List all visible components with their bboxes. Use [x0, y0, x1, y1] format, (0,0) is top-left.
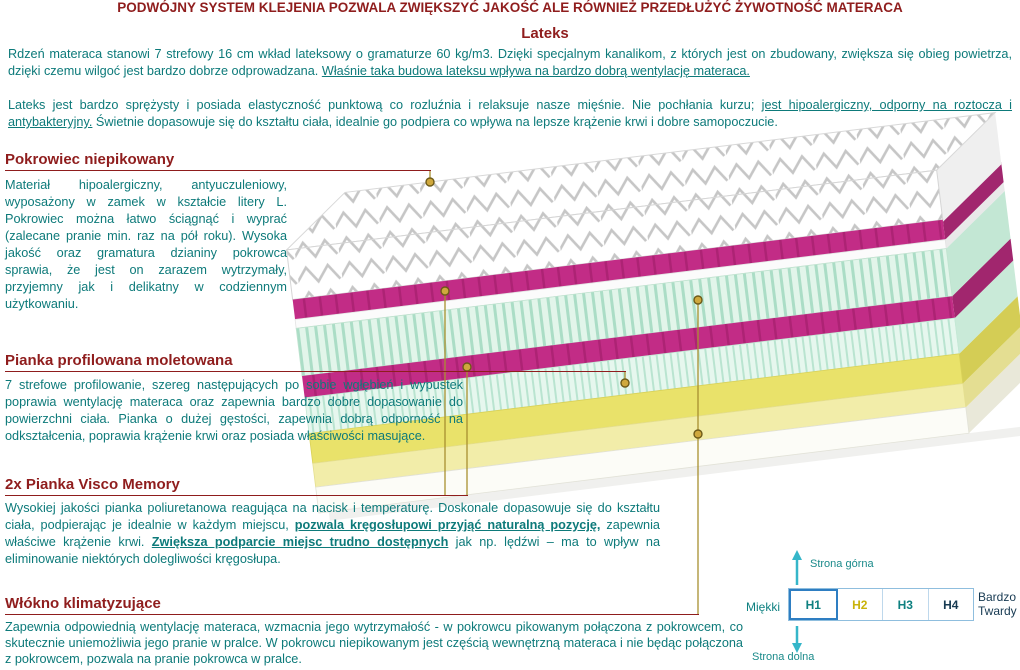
dot-fiber [693, 429, 703, 439]
lateks-core-end [946, 191, 1011, 297]
yellow-foam-end [959, 296, 1020, 384]
wlokno-rule [5, 614, 699, 615]
visco-top-end [942, 162, 1004, 240]
hardness-cell-h2[interactable]: H2 [838, 589, 883, 620]
visco-text-2: zapewnia właściwe krążenie krwi. [5, 518, 660, 549]
visco-bottom-end [952, 238, 1014, 319]
top-side-label: Strona górna [810, 558, 874, 570]
molet-rule [5, 371, 626, 372]
bottom-side-label: Strona dolna [752, 651, 815, 663]
banner-text: PODWÓJNY SYSTEM KLEJENIA POZWALA ZWIĘKSZ… [117, 0, 903, 15]
quilted-cover-top [285, 111, 997, 251]
molet-foam-end [954, 260, 1018, 354]
lateks-text-underlined: Właśnie taka budowa lateksu wpływa na ba… [321, 64, 750, 78]
hard-label-line1: Bardzo [978, 590, 1017, 604]
hard-label-line2: Twardy [978, 604, 1017, 618]
section-title-molet: Pianka profilowana moletowana [5, 352, 233, 369]
wlokno-paragraph: Zapewnia odpowiednią wentylację materaca… [5, 620, 743, 666]
dot-lateks [693, 295, 703, 305]
lateks-paragraph-2: Lateks jest bardzo sprężysty i posiada e… [8, 97, 1012, 131]
base-layer-end [965, 349, 1020, 434]
dot-visco-bottom [462, 362, 472, 372]
section-title-visco: 2x Pianka Visco Memory [5, 476, 180, 493]
dot-molet [620, 378, 630, 388]
hard-label: Bardzo Twardy [978, 590, 1017, 618]
visco-text-bold-1: pozwala kręgosłupowi przyjąć naturalną p… [294, 518, 601, 532]
pokrowiec-paragraph: Materiał hipoalergiczny, antyuczuleniowy… [5, 178, 287, 311]
hardness-cell-h3[interactable]: H3 [883, 589, 929, 620]
lateks-text-3: Świetnie dopasowuje się do kształtu ciał… [92, 115, 778, 129]
visco-text-3: jak np. lędźwi – ma to wpływ na eliminow… [5, 535, 661, 566]
lateks-paragraph-1: Rdzeń materaca stanowi 7 strefowy 16 cm … [8, 46, 1012, 80]
dot-visco-top [440, 286, 450, 296]
lateks-text-2-underlined: jest hipoalergiczny, odporny na roztocza… [8, 98, 1013, 129]
fiber-layer [294, 239, 947, 329]
fiber-layer-end [945, 182, 1005, 249]
lateks-text-2: Lateks jest bardzo sprężysty i posiada e… [8, 98, 762, 112]
visco-top-layer [292, 219, 946, 320]
hardness-cell-h1[interactable]: H1 [789, 589, 838, 620]
lateks-core-layer [295, 248, 953, 377]
callout-dots [425, 177, 703, 439]
hardness-cell-h4[interactable]: H4 [943, 597, 959, 612]
section-title-pokrowiec: Pokrowiec niepikowany [5, 151, 175, 168]
visco-rule [5, 495, 468, 496]
dot-cover [425, 177, 435, 187]
soft-label: Miękki [746, 600, 781, 614]
top-side-arrow-icon [792, 550, 802, 585]
molet-paragraph: 7 strefowe profilowanie, szereg następuj… [5, 378, 463, 443]
bottom-side-arrow-icon [792, 626, 802, 653]
pokrowiec-rule [5, 170, 431, 171]
visco-paragraph: Wysokiej jakości pianka poliuretanowa re… [5, 500, 660, 568]
hardness-scale: H1 H2 H3 H4 [788, 588, 974, 621]
visco-text-bold-2: Zwiększa podparcie miejsc trudno dostępn… [151, 535, 449, 549]
quilted-cover-front [285, 169, 944, 301]
lateks-text: Rdzeń materaca stanowi 7 strefowy 16 cm … [8, 47, 1012, 78]
pale-foam-end [962, 325, 1020, 408]
section-title-lateks: Lateks [521, 25, 569, 42]
section-title-wlokno: Włókno klimatyzujące [5, 595, 161, 612]
